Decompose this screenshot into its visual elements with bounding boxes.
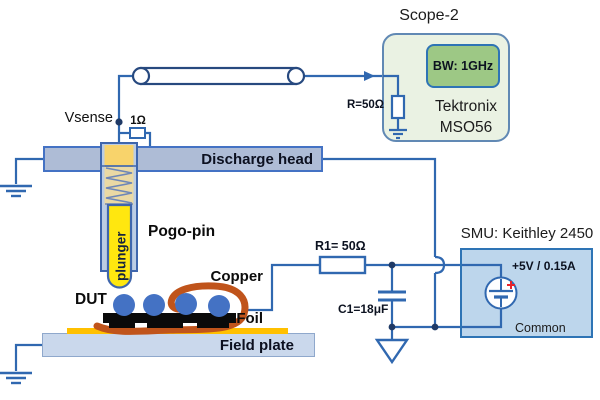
solder-balls (113, 293, 230, 317)
smu-output-label: +5V / 0.15A (512, 259, 576, 273)
scope-title: Scope-2 (399, 7, 459, 24)
copper-foil-label: Copper Foil (195, 266, 264, 329)
bandwidth-badge: BW: 1GHz (426, 44, 500, 88)
smu-title: SMU: Keithley 2450 (460, 225, 594, 242)
c1-label: C1=18μF (338, 302, 389, 316)
wire-scope-input (383, 74, 400, 96)
ground-icon (389, 128, 407, 140)
pogo-pin-assembly: plunger (100, 142, 138, 289)
scope-model: Tektronix MSO56 (420, 96, 512, 138)
smu-common-label: Common (515, 321, 566, 335)
scope-box: BW: 1GHz Tektronix MSO56 (382, 33, 510, 142)
ground-icon (0, 371, 32, 385)
plus-polarity-icon (507, 281, 515, 289)
wire-plate-ground (14, 343, 43, 371)
junction-dots (115, 118, 439, 331)
pogo-pin-label: Pogo-pin (148, 223, 216, 240)
copper-foil (93, 282, 249, 335)
sense-resistor-label: 1Ω (130, 115, 146, 127)
copper-foil-label-line1: Copper (210, 268, 264, 285)
capacitor-c1 (378, 290, 406, 302)
copper-foil-label-line2: Foil (236, 310, 263, 327)
arrow-right-icon (364, 71, 375, 81)
resistor-r1 (318, 255, 367, 275)
wire-smu-plus (462, 263, 503, 278)
plunger-shape (106, 203, 133, 289)
wire-1ohm-right (145, 131, 152, 146)
discharge-head-label: Discharge head (201, 150, 313, 168)
wire-head-ground (14, 157, 44, 184)
voltage-source-icon (484, 276, 518, 310)
resistor-r50 (390, 94, 406, 120)
wire-smu-common (462, 308, 503, 329)
pogo-top-section (104, 145, 134, 166)
plunger-label: plunger (114, 231, 129, 281)
discharge-head-plate: Discharge head (43, 146, 323, 172)
field-plate-label: Field plate (219, 336, 294, 354)
ground-icon (0, 184, 32, 198)
smu-box: +5V / 0.15A Common (460, 248, 593, 338)
triangle-ground-icon (374, 338, 410, 365)
dut-package (103, 313, 236, 328)
bandwidth-label: BW: 1GHz (432, 59, 494, 73)
dut-label: DUT (75, 291, 107, 308)
coax-cable-icon (131, 66, 306, 86)
r1-label: R1= 50Ω (315, 239, 366, 253)
scope-model-label: MSO56 (439, 119, 493, 136)
scope-brand-label: Tektronix (434, 98, 498, 115)
vsense-label: Vsense (64, 110, 113, 126)
resistor-1ohm (129, 127, 146, 139)
r50-label: R=50Ω (346, 99, 384, 111)
wire-foil-to-r1 (243, 263, 320, 312)
wire-head-to-rail (323, 157, 437, 257)
